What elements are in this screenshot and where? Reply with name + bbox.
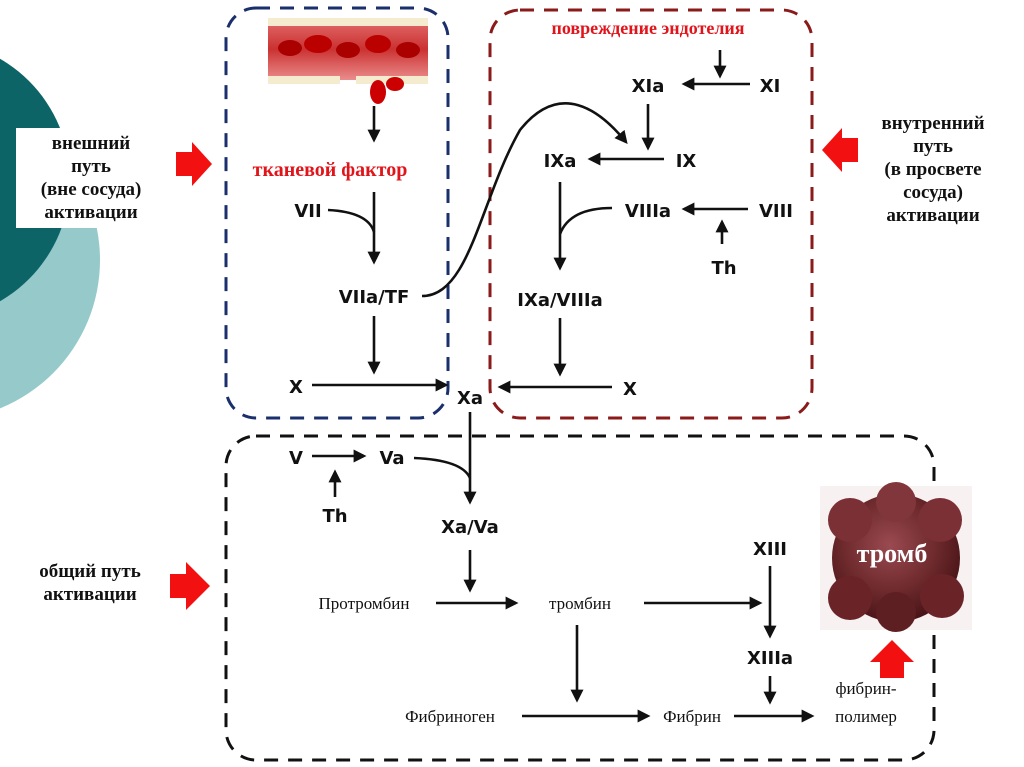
- factor-va: Va: [379, 448, 404, 469]
- prothrombin: Протромбин: [319, 594, 410, 613]
- extrinsic-label-line: путь: [71, 156, 111, 177]
- intrinsic-pathway-label: внутренний путь (в просвете сосуда) акти…: [862, 112, 1004, 227]
- factor-xiii: XIII: [753, 539, 787, 560]
- factor-viii: VIII: [759, 201, 793, 222]
- factor-vii: VII: [294, 201, 321, 222]
- factor-ixa-viiia: IXa/VIIIa: [517, 290, 602, 311]
- extrinsic-pathway-box: [224, 6, 450, 420]
- factor-xi: XI: [760, 76, 781, 97]
- thrombin: тромбин: [549, 594, 611, 613]
- fibrin-polymer-line2: полимер: [835, 707, 897, 726]
- intrinsic-label-line: активации: [886, 205, 980, 226]
- factor-x-extrinsic: X: [289, 377, 303, 398]
- thrombus-image: [820, 482, 972, 632]
- common-label-line: общий путь: [39, 561, 141, 582]
- extrinsic-label-line: (вне сосуда): [40, 179, 142, 200]
- intrinsic-label-line: путь: [913, 136, 953, 157]
- intrinsic-pathway-box: [488, 8, 814, 420]
- factor-xa: Xa: [457, 388, 483, 409]
- fibrinogen: Фибриноген: [405, 707, 495, 726]
- factor-viia-tf: VIIa/TF: [339, 287, 410, 308]
- factor-xia: XIa: [632, 76, 665, 97]
- damaged-vessel-image: [268, 18, 428, 104]
- extrinsic-label-line: внешний: [51, 133, 131, 154]
- factor-ixa: IXa: [544, 151, 577, 172]
- thrombin-th-intrinsic: Th: [711, 258, 736, 279]
- factor-v: V: [289, 448, 303, 469]
- thrombin-th-common: Th: [322, 506, 347, 527]
- arrow-va-join: [413, 456, 472, 479]
- factor-viiia: VIIIa: [625, 201, 671, 222]
- thrombus-label: тромб: [857, 539, 928, 568]
- intrinsic-label-line: (в просвете: [884, 159, 982, 180]
- arrow-vii-join: [327, 208, 376, 233]
- factor-xiiia: XIIIa: [747, 648, 793, 669]
- common-pathway-label: общий путь активации: [10, 560, 170, 606]
- arrow-viia-to-ix: [421, 102, 628, 298]
- red-arrow-extrinsic: [176, 142, 212, 186]
- common-label-line: активации: [43, 584, 137, 605]
- fibrin-polymer-line1: фибрин-: [835, 679, 896, 698]
- red-arrow-intrinsic: [822, 128, 858, 172]
- tissue-factor-label: тканевой фактор: [253, 159, 408, 181]
- arrow-viiia-join: [558, 206, 613, 235]
- extrinsic-label-line: активации: [44, 202, 138, 223]
- red-arrow-common: [170, 562, 210, 610]
- factor-x-intrinsic: X: [623, 379, 637, 400]
- red-arrow-thrombus: [870, 640, 914, 678]
- intrinsic-label-line: внутренний: [881, 113, 985, 134]
- factor-xa-va: Xa/Va: [441, 517, 499, 538]
- intrinsic-label-line: сосуда): [903, 182, 963, 203]
- fibrin: Фибрин: [663, 707, 721, 726]
- factor-ix: IX: [676, 151, 697, 172]
- extrinsic-pathway-label: внешний путь (вне сосуда) активации: [16, 128, 166, 228]
- endothelium-damage-label: повреждение эндотелия: [551, 18, 744, 38]
